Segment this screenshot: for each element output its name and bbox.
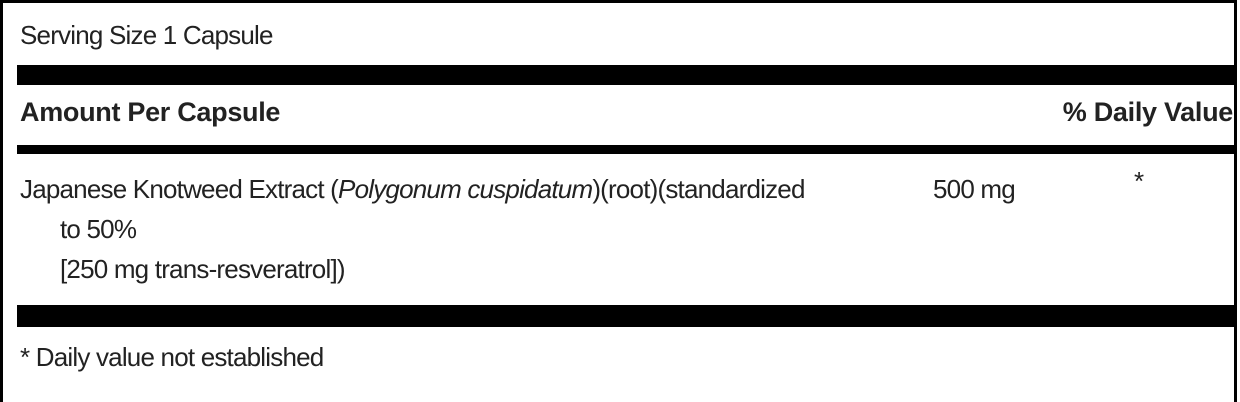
daily-value-header: % Daily Value	[1062, 97, 1234, 127]
divider-medium	[17, 145, 1235, 154]
ingredient-name-line2: to 50%	[60, 214, 137, 244]
ingredient-latin-name: Polygonum cuspidatum	[338, 174, 593, 204]
table-header: Amount Per Capsule % Daily Value	[20, 94, 1233, 130]
divider-thick-top	[17, 65, 1235, 85]
amount-per-capsule-header: Amount Per Capsule	[20, 97, 281, 127]
ingredient-name-line3: [250 mg trans-resveratrol])	[60, 254, 346, 284]
ingredient-row: Japanese Knotweed Extract (Polygonum cus…	[20, 169, 920, 289]
ingredient-name-suffix: )(root)(standardized	[592, 174, 805, 204]
footnote: * Daily value not established	[20, 342, 324, 372]
divider-thick-bottom	[17, 305, 1235, 327]
ingredient-name-line1: Japanese Knotweed Extract (Polygonum cus…	[20, 169, 920, 209]
ingredient-daily-value: *	[1134, 166, 1145, 196]
serving-size: Serving Size 1 Capsule	[20, 20, 273, 50]
ingredient-amount: 500 mg	[933, 174, 1016, 204]
ingredient-name-prefix: Japanese Knotweed Extract (	[20, 174, 339, 204]
